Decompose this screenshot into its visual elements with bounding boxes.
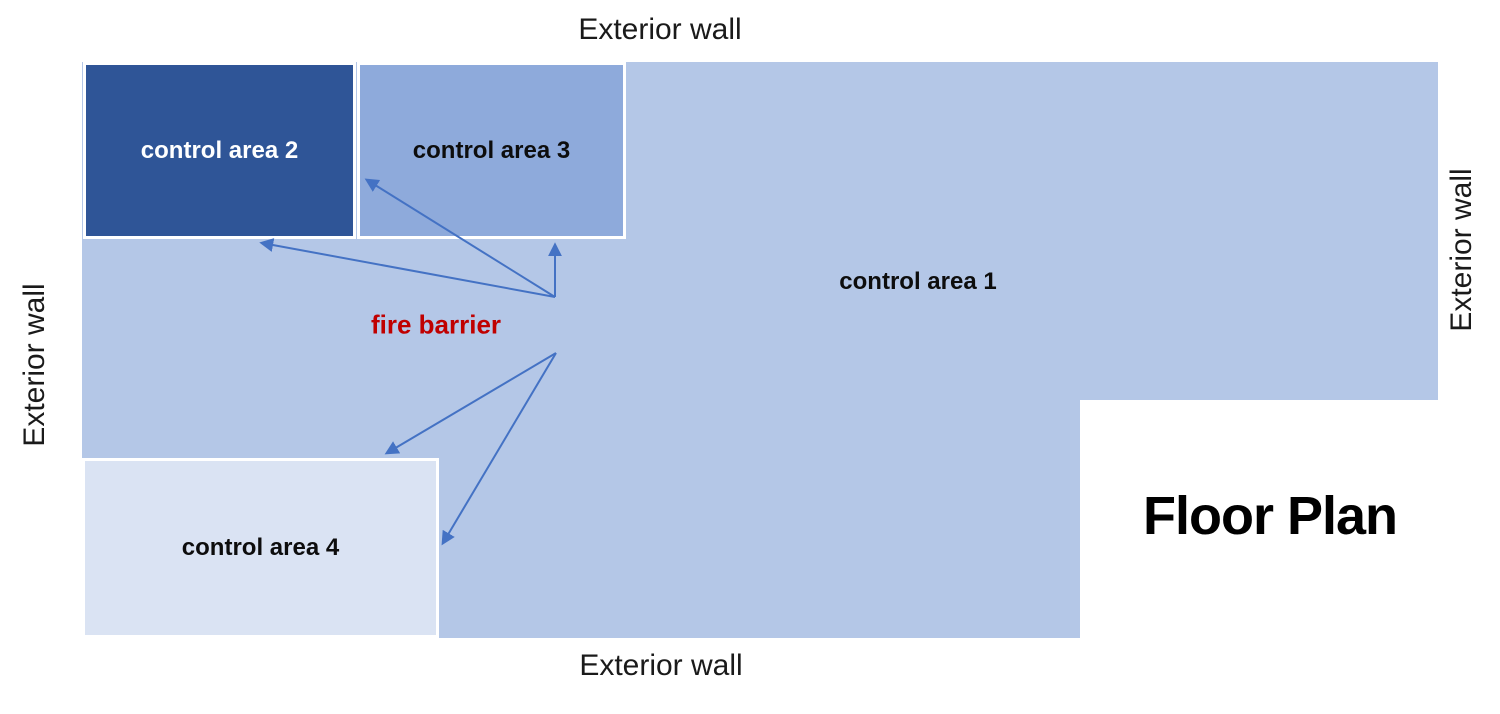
control-area-2-label: control area 2 xyxy=(140,136,299,164)
exterior-wall-label-bottom: Exterior wall xyxy=(579,649,743,682)
exterior-wall-label-top: Exterior wall xyxy=(578,13,742,46)
control-area-1-label: control area 1 xyxy=(839,268,997,295)
control-area-4-region: control area 4 xyxy=(82,458,439,638)
control-area-3-label: control area 3 xyxy=(412,136,571,164)
control-area-2-region: control area 2 xyxy=(83,62,356,239)
fire-barrier-label: fire barrier xyxy=(370,309,502,340)
control-area-3-region: control area 3 xyxy=(357,62,626,239)
exterior-wall-label-left: Exterior wall xyxy=(18,283,51,447)
page-title: Floor Plan xyxy=(1142,486,1398,546)
control-area-4-label: control area 4 xyxy=(181,534,340,561)
exterior-wall-label-right: Exterior wall xyxy=(1445,168,1478,332)
